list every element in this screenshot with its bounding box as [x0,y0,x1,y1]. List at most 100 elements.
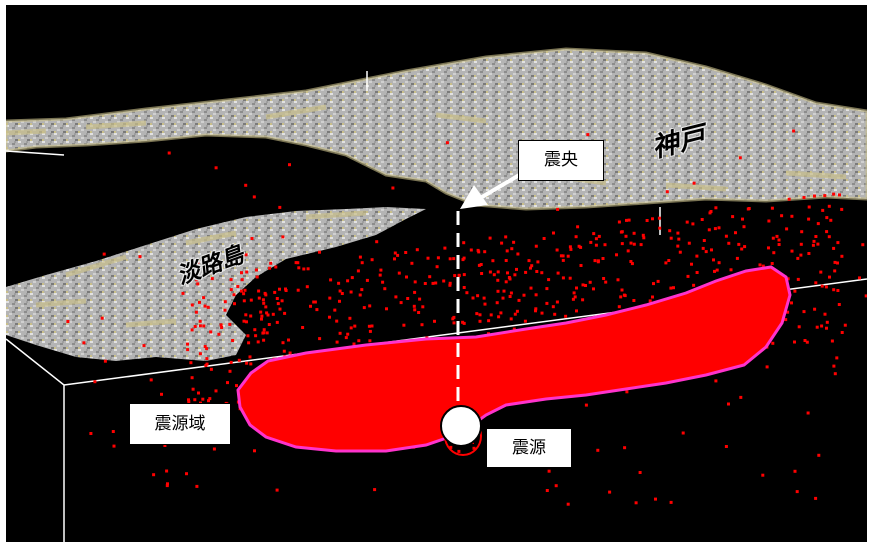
aftershock-dot [840,207,844,211]
aftershock-dot [378,273,382,277]
aftershock-dot [620,230,624,234]
aftershock-dot [443,246,447,250]
aftershock-dot [257,296,261,300]
aftershock-dot [638,471,642,474]
aftershock-dot [814,496,818,500]
aftershock-dot [257,289,261,293]
aftershock-dot [654,497,657,501]
aftershock-dot [246,334,250,338]
aftershock-dot [812,239,816,243]
aftershock-dot [740,247,744,251]
aftershock-dot [275,320,279,324]
aftershock-dot [581,283,585,287]
aftershock-dot [555,300,559,304]
aftershock-dot [204,364,208,367]
aftershock-dot [249,362,253,366]
aftershock-dot [540,311,544,315]
aftershock-dot [399,301,403,305]
aftershock-dot [489,313,493,317]
aftershock-dot [315,308,319,312]
aftershock-dot [625,390,629,394]
aftershock-dot [665,190,669,194]
aftershock-dot [724,445,728,448]
aftershock-dot [335,319,339,323]
aftershock-dot [228,322,232,326]
aftershock-dot [301,326,305,329]
aftershock-dot [488,270,492,274]
aftershock-dot [793,289,797,293]
aftershock-dot [165,469,169,473]
aftershock-dot [228,369,232,373]
aftershock-dot [194,310,198,314]
aftershock-dot [602,277,606,280]
aftershock-dot [793,469,797,473]
aftershock-dot [191,387,195,391]
aftershock-dot [821,208,825,212]
aftershock-dot [278,287,281,291]
aftershock-dot [566,502,570,506]
aftershock-dot [235,384,238,388]
aftershock-dot [346,279,350,283]
aftershock-dot [727,402,730,406]
aftershock-dot [287,338,290,342]
aftershock-dot [656,279,660,283]
aftershock-dot [513,312,517,316]
aftershock-dot [212,447,216,451]
aftershock-dot [284,289,288,292]
aftershock-dot [190,303,194,307]
aftershock-dot [775,234,779,238]
aftershock-dot [278,307,282,311]
aftershock-dot [690,262,693,266]
aftershock-dot [669,500,673,504]
aftershock-dot [197,391,200,395]
aftershock-dot [475,312,479,316]
aftershock-dot [252,195,256,199]
aftershock-dot [402,323,406,327]
aftershock-dot [568,245,572,249]
aftershock-dot [569,247,573,251]
aftershock-dot [836,241,840,245]
aftershock-dot [517,298,521,302]
aftershock-dot [648,299,652,303]
aftershock-dot [413,290,417,294]
aftershock-dot [707,228,711,232]
aftershock-dot [712,258,715,262]
aftershock-dot [793,340,796,344]
aftershock-dot [457,449,461,453]
aftershock-dot [786,310,790,314]
aftershock-dot [265,311,269,315]
aftershock-dot [676,231,680,235]
aftershock-dot [681,431,685,435]
aftershock-dot [835,356,839,360]
aftershock-dot [695,271,699,274]
aftershock-dot [405,275,408,279]
aftershock-dot [836,289,840,292]
aftershock-dot [297,266,301,270]
aftershock-dot [504,280,508,284]
aftershock-dot [385,307,388,311]
aftershock-dot [522,293,526,297]
aftershock-dot [727,241,731,245]
aftershock-dot [596,448,600,452]
aftershock-dot [442,279,446,283]
aftershock-dot [797,325,801,329]
aftershock-dot [552,231,555,235]
aftershock-dot [713,269,716,273]
aftershock-dot [620,242,624,246]
aftershock-dot [281,235,285,239]
aftershock-dot [658,226,662,230]
aftershock-dot [193,275,197,279]
aftershock-dot [553,312,557,316]
aftershock-dot [254,334,258,338]
aftershock-dot [743,245,747,249]
aftershock-dot [771,236,775,240]
aftershock-dot [100,316,104,320]
aftershock-dot [487,319,491,323]
aftershock-dot [814,235,818,238]
aftershock-dot [274,265,278,269]
aftershock-dot [556,207,560,211]
aftershock-dot [253,449,256,453]
aftershock-dot [686,274,690,278]
aftershock-dot [555,248,559,252]
aftershock-dot [219,323,223,327]
